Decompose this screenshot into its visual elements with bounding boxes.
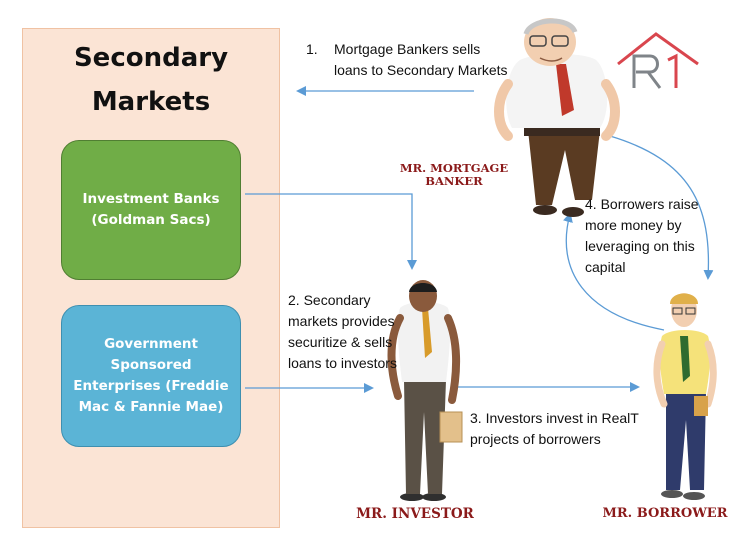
banker-caption-line-2: BANKER xyxy=(425,174,483,188)
secondary-markets-title: Secondary Markets xyxy=(22,36,280,124)
mortgage-banker-figure-icon xyxy=(494,18,620,217)
gse-box: Government Sponsored Enterprises (Freddi… xyxy=(61,305,241,447)
title-line-1: Secondary xyxy=(73,43,229,73)
step-2-text: 2. Secondary markets provides securitize… xyxy=(288,290,418,374)
arrow-banker-to-borrower xyxy=(609,135,714,280)
house-r-logo-icon xyxy=(617,32,699,89)
step-3-text: 3. Investors invest in RealT projects of… xyxy=(470,408,670,450)
step-4-text: 4. Borrowers raise more money by leverag… xyxy=(585,194,725,278)
step-4-line-4: capital xyxy=(585,259,626,275)
investor-caption: MR. INVESTOR xyxy=(356,506,474,522)
borrower-figure-icon xyxy=(653,293,717,500)
gse-line-2: Sponsored xyxy=(110,357,192,373)
arrow-investment-to-investor xyxy=(245,193,417,270)
investment-banks-line-2: (Goldman Sacs) xyxy=(91,212,211,228)
gse-line-3: Enterprises (Freddie xyxy=(73,378,229,394)
banker-caption-line-1: MR. MORTGAGE xyxy=(399,161,509,175)
step-1-line-1: Mortgage Bankers sells xyxy=(334,41,481,57)
gse-line-1: Government xyxy=(104,336,198,352)
investment-banks-box: Investment Banks (Goldman Sacs) xyxy=(61,140,241,280)
title-line-2: Markets xyxy=(91,87,211,117)
step-1-number: 1. xyxy=(306,41,318,57)
step-3-line-2: projects of borrowers xyxy=(470,431,601,447)
investment-banks-line-1: Investment Banks xyxy=(82,191,220,207)
borrower-caption: MR. BORROWER xyxy=(602,506,728,521)
step-2-line-2: markets provides xyxy=(288,313,395,329)
step-3-line-1: 3. Investors invest in RealT xyxy=(470,410,639,426)
arrow-borrower-to-banker xyxy=(563,212,665,331)
investor-figure-icon xyxy=(387,280,463,501)
step-1-line-2: loans to Secondary Markets xyxy=(334,62,508,78)
step-4-line-2: more money by xyxy=(585,217,682,233)
step-2-line-3: securitize & sells xyxy=(288,334,393,350)
step-4-line-1: 4. Borrowers raise xyxy=(585,196,699,212)
step-2-line-4: loans to investors xyxy=(288,355,397,371)
step-2-line-1: 2. Secondary xyxy=(288,292,371,308)
gse-line-4: Mac & Fannie Mae) xyxy=(78,399,224,415)
mortgage-banker-caption: MR. MORTGAGE BANKER xyxy=(388,162,520,188)
step-4-line-3: leveraging on this xyxy=(585,238,695,254)
